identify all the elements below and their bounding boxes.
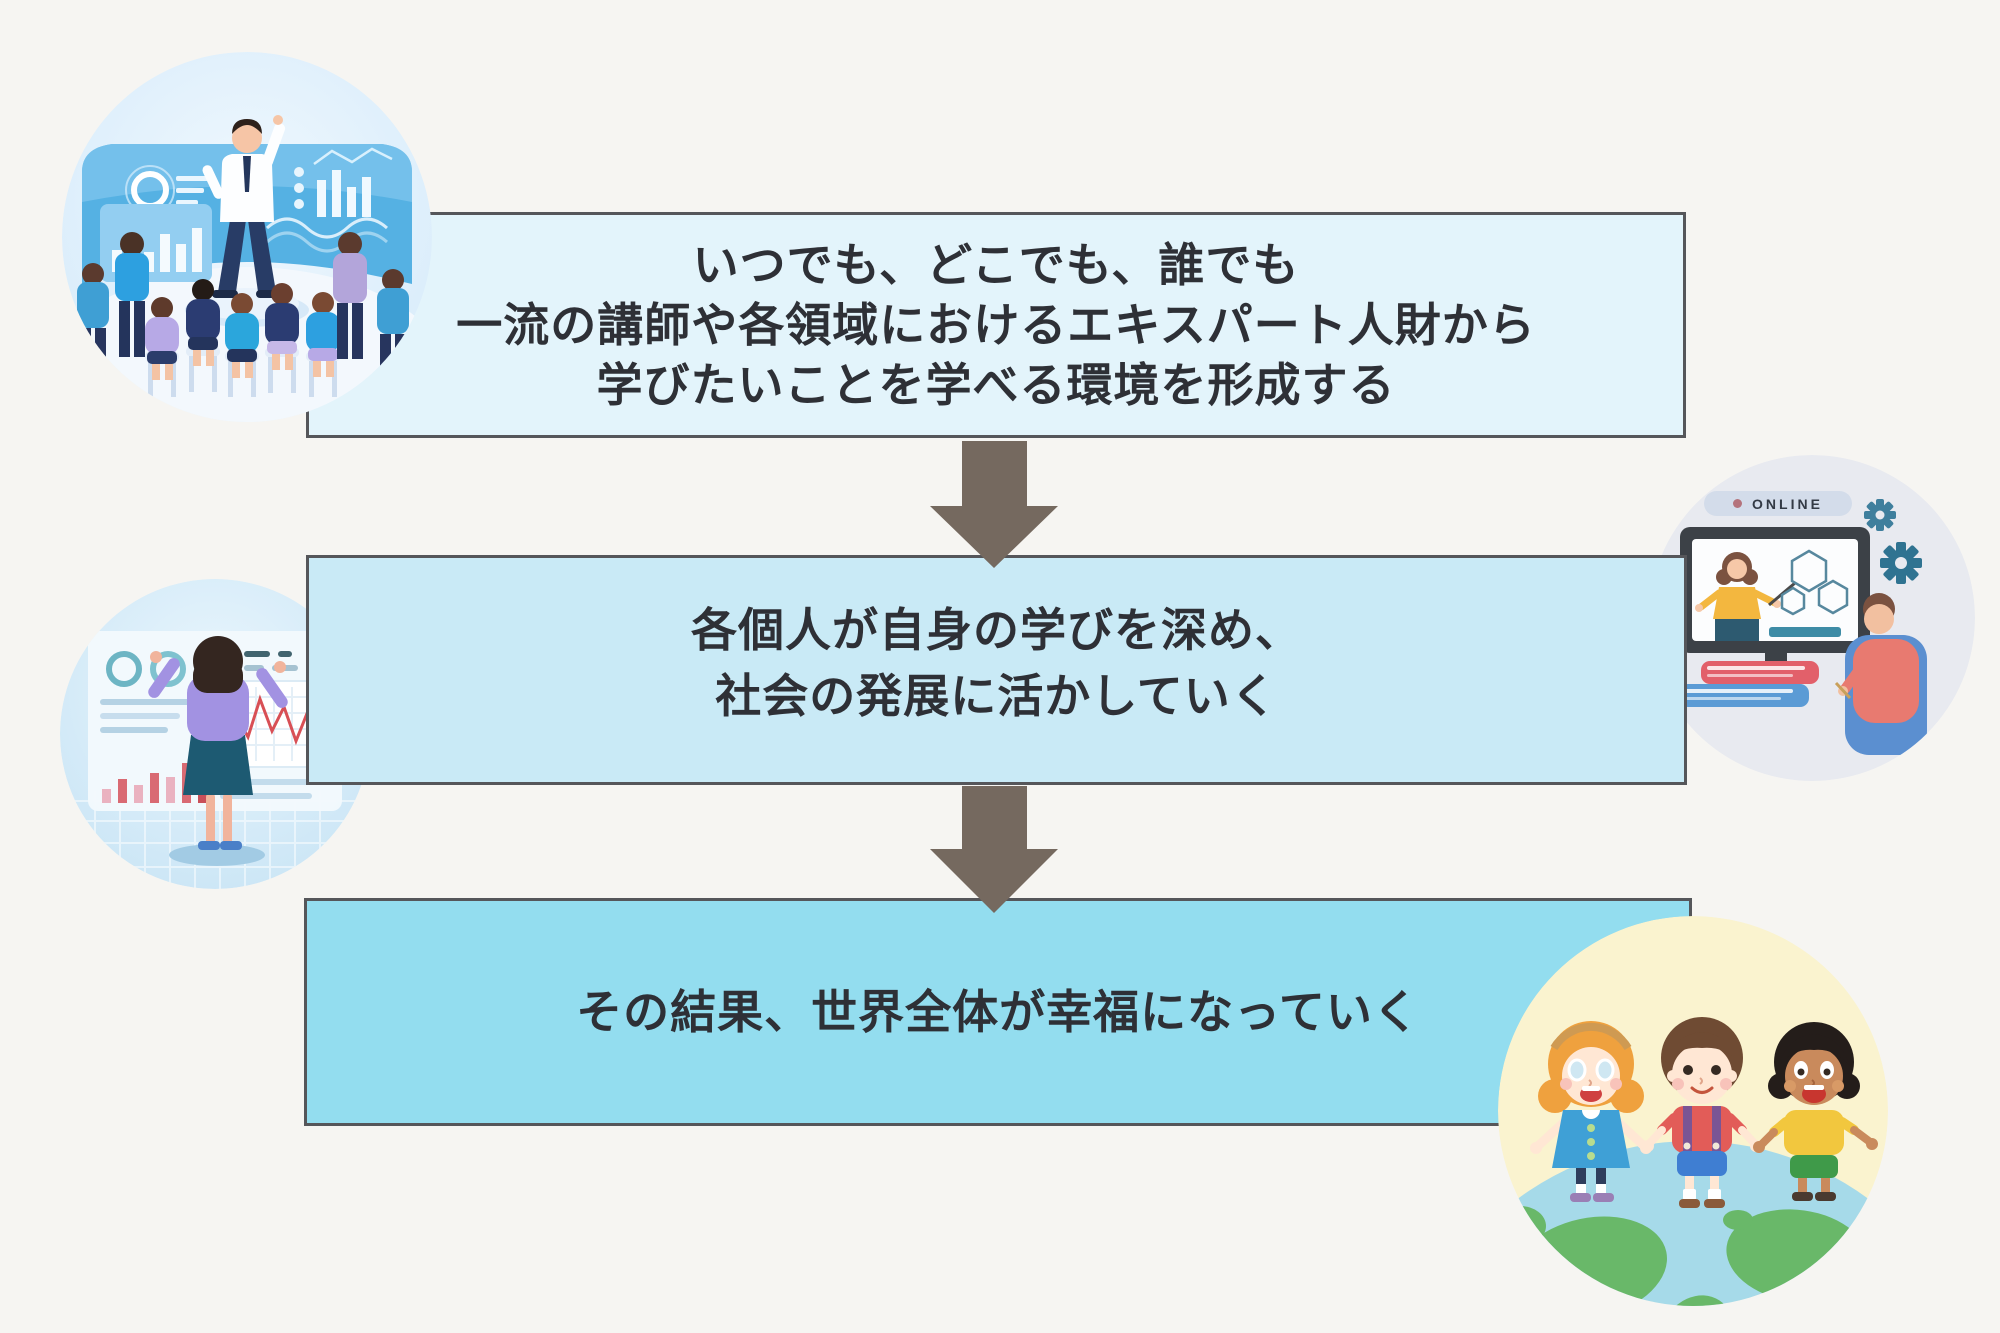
step-3-line-1: その結果、世界全体が幸福になっていく [576, 986, 1420, 1038]
children-on-globe-illustration [1498, 916, 1888, 1306]
flow-step-3-box: その結果、世界全体が幸福になっていく [304, 898, 1692, 1126]
presentation-audience-graphic [62, 52, 432, 422]
standing-person [115, 232, 149, 357]
presentation-audience-illustration [62, 52, 432, 422]
data-presenter-graphic [60, 579, 370, 889]
children-on-globe-graphic [1498, 916, 1888, 1306]
down-arrow-icon [930, 786, 1058, 913]
standing-person [333, 232, 367, 359]
boy-child [1642, 1017, 1762, 1208]
online-badge-label: ONLINE [1752, 495, 1823, 512]
step-1-line-2: 一流の講師や各領域におけるエキスパート人財から [456, 299, 1536, 351]
online-badge: ONLINE [1704, 491, 1852, 516]
data-presenter-illustration [60, 579, 370, 889]
flow-step-2-text: 各個人が自身の学びを深め、 社会の発展に活かしていく [691, 597, 1302, 729]
online-learning-illustration: ONLINE [1649, 455, 1975, 781]
flow-step-2-box: 各個人が自身の学びを深め、 社会の発展に活かしていく [306, 555, 1687, 785]
monitor-with-teacher [1680, 527, 1870, 672]
boy-child-2 [1753, 1022, 1878, 1201]
hexagon-diagram [1780, 549, 1849, 616]
girl-child [1530, 1021, 1652, 1202]
online-status-dot [1733, 499, 1743, 508]
step-1-line-3: 学びたいことを学べる環境を形成する [596, 359, 1396, 411]
online-learning-graphic [1649, 455, 1975, 781]
down-arrow-icon [930, 441, 1058, 568]
step-2-line-1: 各個人が自身の学びを深め、 [691, 604, 1302, 656]
books [1679, 661, 1819, 707]
presenter-woman [148, 636, 288, 866]
flow-step-1-box: いつでも、どこでも、誰でも 一流の講師や各領域におけるエキスパート人財から 学び… [306, 212, 1686, 438]
flow-step-1-text: いつでも、どこでも、誰でも 一流の講師や各領域におけるエキスパート人財から 学び… [456, 235, 1536, 415]
sitting-person [145, 297, 179, 380]
gear-icon [1880, 542, 1922, 584]
sitting-person [186, 279, 220, 366]
audience [77, 232, 409, 397]
student-viewer [1834, 593, 1927, 755]
step-1-line-1: いつでも、どこでも、誰でも [692, 239, 1300, 291]
gear-icon [1864, 499, 1896, 531]
sitting-person [265, 283, 299, 370]
flow-step-3-text: その結果、世界全体が幸福になっていく [576, 982, 1420, 1042]
step-2-line-2: 社会の発展に活かしていく [715, 670, 1278, 722]
sitting-person [306, 292, 340, 377]
sitting-person [225, 293, 259, 378]
